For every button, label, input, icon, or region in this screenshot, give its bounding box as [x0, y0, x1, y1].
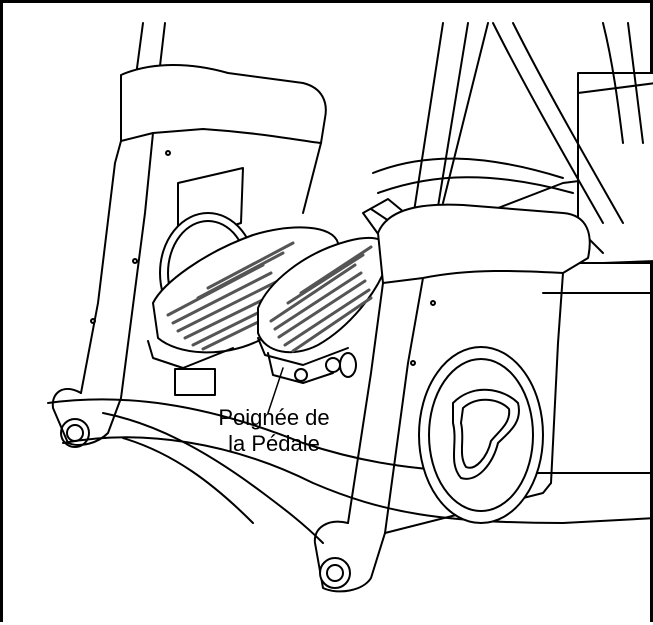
rear-frame — [372, 22, 653, 294]
right-upright-housing — [313, 22, 591, 593]
base-crossbar — [47, 398, 653, 544]
elliptical-pedal-illustration — [47, 22, 653, 593]
callout-line-1: Poignée de — [218, 405, 330, 430]
left-pedal — [147, 226, 339, 396]
callout-leader-line — [267, 367, 284, 414]
right-pedal — [257, 236, 391, 384]
right-flywheel-cover — [418, 346, 544, 524]
left-upright-housing — [51, 22, 327, 448]
callout-line-2: la Pédale — [228, 431, 320, 456]
pedal-handle-callout: Poignée de la Pédale — [199, 405, 349, 457]
